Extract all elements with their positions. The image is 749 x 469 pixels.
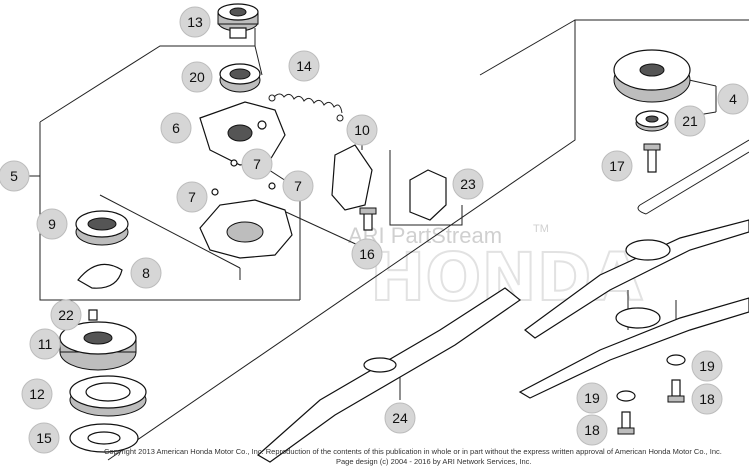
part-22-screw: [88, 309, 98, 321]
callout-18-right[interactable]: 18: [691, 383, 723, 415]
svg-text:15: 15: [36, 430, 52, 446]
svg-text:4: 4: [729, 91, 737, 107]
callout-19-right[interactable]: 19: [691, 350, 723, 382]
callout-9[interactable]: 9: [36, 208, 68, 240]
part-16-bolt: [359, 207, 377, 231]
part-14-spring: [268, 93, 344, 122]
callout-5[interactable]: 5: [0, 160, 30, 192]
callout-19-left[interactable]: 19: [576, 382, 608, 414]
callout-21[interactable]: 21: [674, 105, 706, 137]
callout-22[interactable]: 22: [50, 299, 82, 331]
callout-11[interactable]: 11: [29, 328, 61, 360]
callout-8[interactable]: 8: [130, 257, 162, 289]
svg-text:10: 10: [354, 122, 370, 138]
svg-text:18: 18: [699, 391, 715, 407]
part-19-washer-right: [666, 354, 686, 366]
part-6-plate: [199, 101, 286, 166]
callout-20[interactable]: 20: [181, 61, 213, 93]
svg-text:6: 6: [172, 120, 180, 136]
part-24-blade: [256, 287, 522, 463]
svg-text:19: 19: [584, 390, 600, 406]
part-7-pin-b: [211, 188, 219, 196]
svg-text:7: 7: [294, 178, 302, 194]
callout-14[interactable]: 14: [288, 50, 320, 82]
callout-23[interactable]: 23: [452, 168, 484, 200]
part-12-nut: [69, 375, 147, 417]
part-11-housing: [59, 321, 137, 371]
callout-7-a[interactable]: 7: [241, 148, 273, 180]
part-10-bracket: [331, 144, 373, 211]
callout-24[interactable]: 24: [384, 402, 416, 434]
svg-text:11: 11: [38, 336, 53, 352]
svg-text:7: 7: [253, 156, 261, 172]
part-17-bolt: [643, 143, 661, 173]
svg-text:17: 17: [609, 158, 625, 174]
part-19-washer-left: [616, 390, 636, 402]
part-5-plate: [199, 199, 293, 259]
callout-18-left[interactable]: 18: [576, 414, 608, 446]
callout-15[interactable]: 15: [28, 422, 60, 454]
part-4-pulley: [613, 49, 691, 103]
callout-13[interactable]: 13: [179, 6, 211, 38]
callout-7-c[interactable]: 7: [282, 170, 314, 202]
svg-text:14: 14: [296, 58, 312, 74]
part-18-bolt-left: [617, 411, 635, 435]
part-21-bearing: [635, 110, 669, 132]
part-7-pin-c: [268, 182, 276, 190]
part-23-bracket: [409, 169, 447, 221]
svg-text:8: 8: [142, 265, 150, 281]
copyright-line: Copyright 2013 American Honda Motor Co.,…: [104, 447, 722, 456]
svg-text:12: 12: [29, 386, 45, 402]
svg-text:5: 5: [10, 168, 18, 184]
svg-text:18: 18: [584, 422, 600, 438]
page-design-line: Page design (c) 2004 - 2016 by ARI Netwo…: [336, 457, 532, 466]
svg-text:23: 23: [460, 176, 476, 192]
callout-17[interactable]: 17: [601, 150, 633, 182]
part-9-washer: [75, 210, 129, 246]
svg-text:9: 9: [48, 216, 56, 232]
svg-text:22: 22: [58, 307, 74, 323]
part-20-bearing: [219, 63, 261, 93]
part-18-bolt-right: [667, 379, 685, 403]
svg-text:16: 16: [359, 246, 375, 262]
callout-7-b[interactable]: 7: [176, 181, 208, 213]
callout-12[interactable]: 12: [21, 378, 53, 410]
trademark-mark: TM: [533, 223, 549, 235]
svg-text:21: 21: [682, 113, 698, 129]
drive-belt: [637, 139, 749, 215]
svg-text:20: 20: [189, 69, 205, 85]
upper-blade-pair: [518, 219, 749, 399]
part-15-washer: [69, 423, 139, 453]
callout-4[interactable]: 4: [717, 83, 749, 115]
part-7-pin-a: [230, 159, 238, 167]
callout-6[interactable]: 6: [160, 112, 192, 144]
part-8-clip: [77, 263, 123, 289]
svg-text:13: 13: [187, 14, 203, 30]
part-13-cap: [217, 3, 259, 39]
svg-text:19: 19: [699, 358, 715, 374]
callout-16[interactable]: 16: [351, 238, 383, 270]
callout-10[interactable]: 10: [346, 114, 378, 146]
svg-text:24: 24: [392, 410, 408, 426]
svg-text:7: 7: [188, 189, 196, 205]
